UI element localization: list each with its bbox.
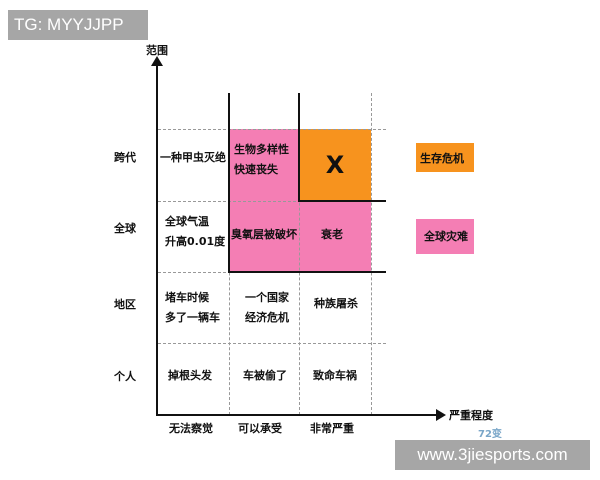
cell-text: 车被偷了 (243, 369, 287, 382)
cell-line: 经济危机 (245, 311, 289, 324)
cell-line: 快速丧失 (234, 163, 278, 176)
cell-text: 生物多样性 快速丧失 (234, 140, 289, 180)
x-axis (156, 414, 438, 416)
cell-line: 一个国家 (245, 291, 289, 304)
y-axis (156, 62, 158, 416)
cell-text: 堵车时候 多了一辆车 (165, 288, 220, 328)
cell-line: 堵车时候 (165, 291, 209, 304)
cell-line: 多了一辆车 (165, 311, 220, 324)
y-level-label: 全球 (114, 222, 136, 235)
cell-line: 升高0.01度 (165, 235, 226, 248)
cell-text: 衰老 (321, 228, 343, 241)
legend-label: 生存危机 (420, 152, 464, 165)
grid-line (299, 93, 300, 415)
legend-existential-risk: 生存危机 (416, 143, 474, 172)
x-level-label: 可以承受 (238, 422, 282, 435)
cell-text: 臭氧层被破坏 (231, 228, 297, 241)
grid-line (371, 93, 372, 415)
cell-text: 一种甲虫灭绝 (160, 151, 226, 164)
grid-line (158, 129, 386, 130)
legend-global-catastrophe: 全球灾难 (416, 219, 474, 254)
x-marker: X (325, 151, 345, 179)
x-level-label: 无法察觉 (169, 422, 213, 435)
cell-text: 掉根头发 (168, 369, 212, 382)
cell-text: 一个国家 经济危机 (245, 288, 289, 328)
y-level-label: 个人 (114, 370, 136, 383)
cell-line: 全球气温 (165, 215, 209, 228)
grid-line (158, 201, 386, 202)
x-level-label: 非常严重 (310, 422, 354, 435)
x-axis-arrow-icon (436, 409, 446, 421)
pink-region-top (229, 129, 299, 201)
x-axis-title: 严重程度 (449, 409, 493, 422)
y-level-label: 地区 (114, 298, 136, 311)
legend-label: 全球灾难 (424, 230, 468, 243)
y-axis-arrow-icon (151, 56, 163, 66)
y-axis-title: 范围 (146, 44, 168, 57)
orange-region (299, 129, 371, 201)
site-watermark: www.3jiesports.com (395, 440, 590, 470)
boundary-line (228, 271, 386, 273)
pink-region-bottom (229, 201, 371, 272)
boundary-line (298, 200, 386, 202)
boundary-line (228, 93, 230, 273)
cell-line: 生物多样性 (234, 143, 289, 156)
watermark-logo: 72变 (478, 429, 502, 440)
cell-text: 全球气温 升高0.01度 (165, 212, 225, 252)
cell-text: 种族屠杀 (314, 297, 358, 310)
watermark-tag: TG: MYYJJPP (8, 10, 148, 40)
y-level-label: 跨代 (114, 151, 136, 164)
boundary-line (298, 93, 300, 201)
grid-line (158, 343, 386, 344)
cell-text: 致命车祸 (313, 369, 357, 382)
